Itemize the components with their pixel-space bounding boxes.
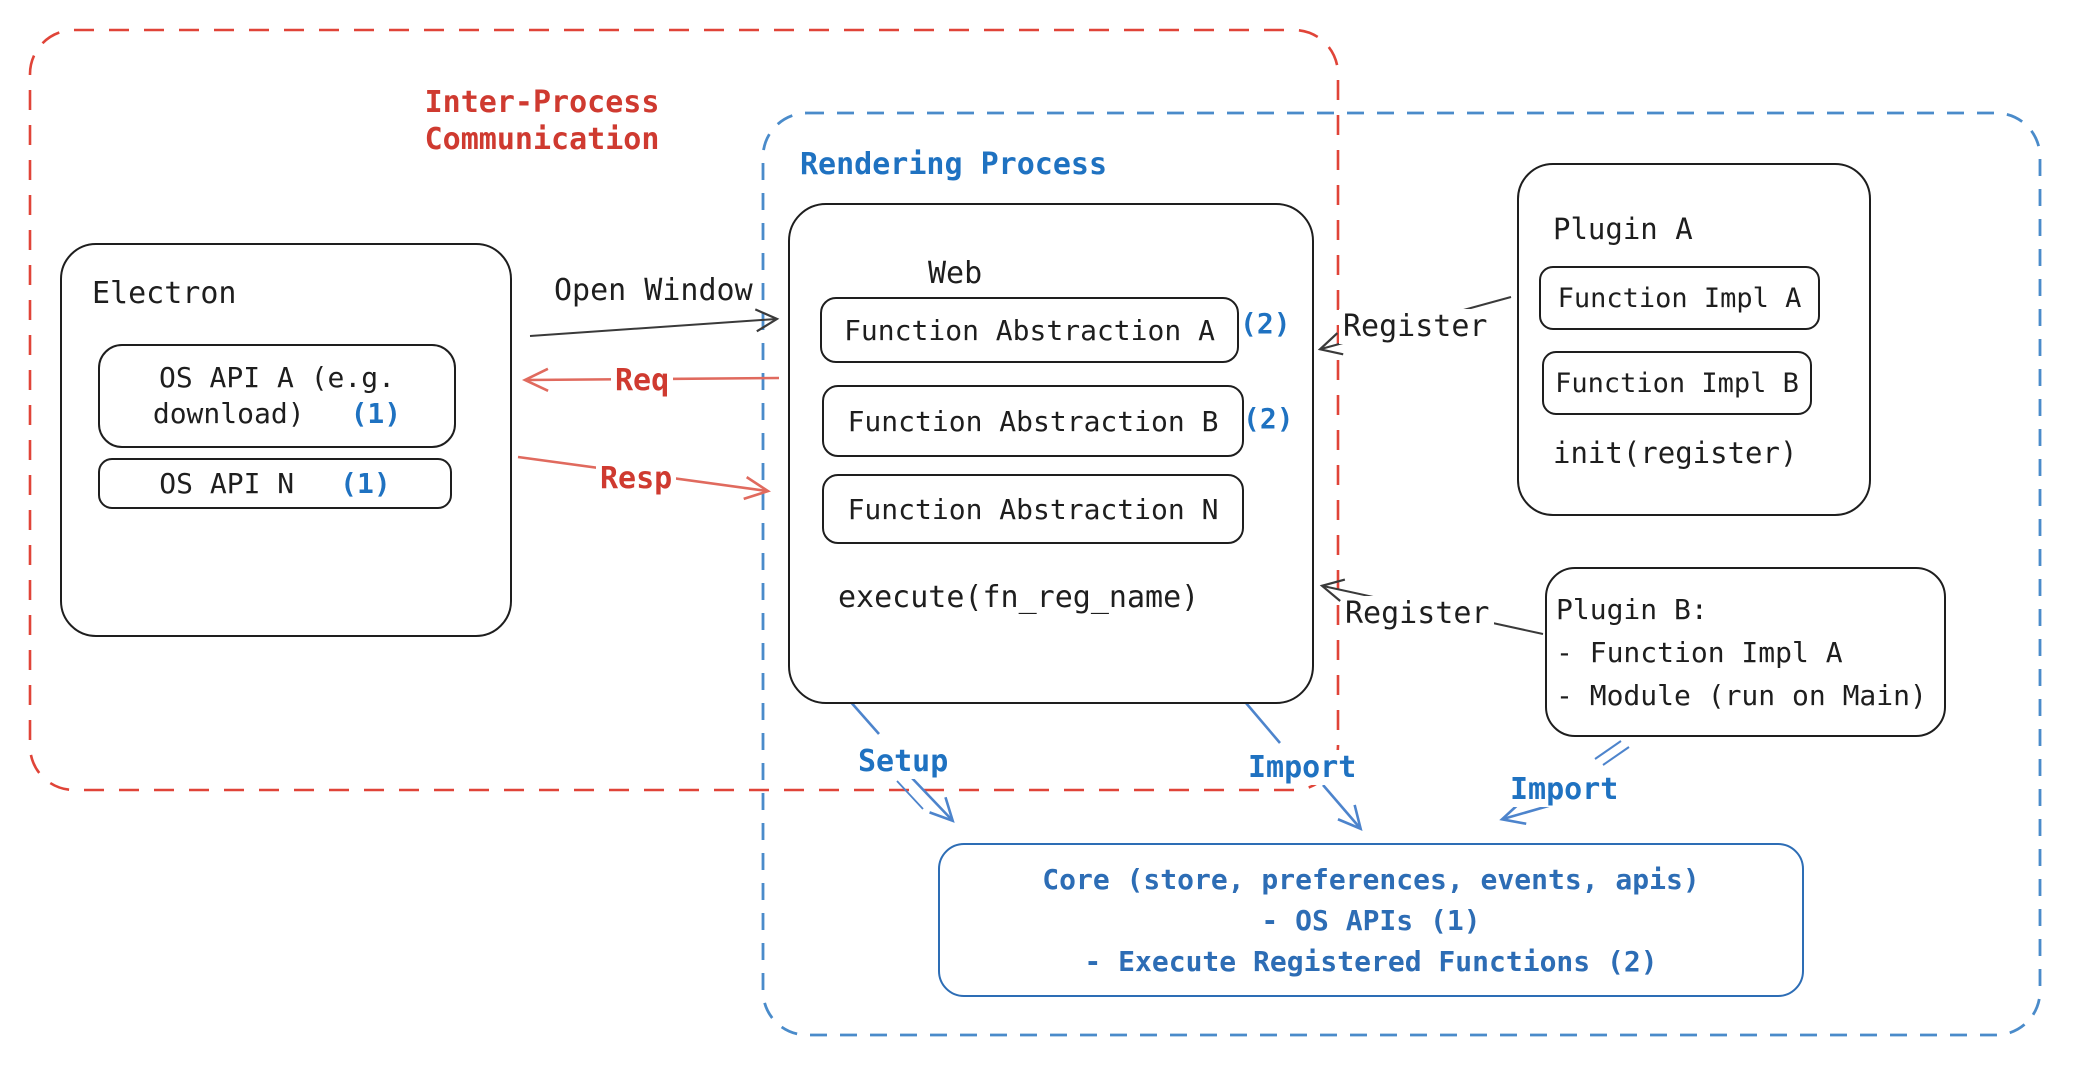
function-abstraction-a-label: Function Abstraction A — [844, 313, 1215, 347]
resp-label: Resp — [596, 461, 677, 496]
function-impl-b-label: Function Impl B — [1555, 367, 1799, 399]
open-window-label: Open Window — [550, 273, 757, 308]
import-plugin-label: Import — [1506, 772, 1623, 807]
setup-arrow — [910, 776, 955, 823]
core-item-execute: - Execute Registered Functions (2) — [1084, 944, 1658, 978]
electron-title: Electron — [92, 276, 237, 311]
function-abstraction-b-badge: (2) — [1243, 402, 1294, 435]
function-impl-a-box: Function Impl A — [1539, 266, 1820, 330]
core-box: Core (store, preferences, events, apis) … — [938, 843, 1804, 997]
req-label: Req — [611, 363, 674, 398]
plugin-a-init-text: init(register) — [1553, 436, 1798, 470]
plugin-b-title: Plugin B: — [1556, 593, 1708, 626]
function-abstraction-b-label: Function Abstraction B — [847, 404, 1219, 438]
os-api-a-badge: (1) — [350, 397, 402, 430]
plugin-b-item-1: - Function Impl A — [1556, 636, 1843, 669]
function-abstraction-b-box: Function Abstraction B — [822, 385, 1244, 457]
import-plugin-stub-1 — [1594, 740, 1622, 760]
function-impl-a-label: Function Impl A — [1557, 282, 1802, 314]
function-impl-b-box: Function Impl B — [1542, 351, 1812, 415]
os-api-n-label: OS API N — [159, 467, 295, 500]
register-a-label: Register — [1339, 309, 1492, 344]
os-api-n-box: OS API N (1) — [98, 458, 452, 509]
import-web-stub — [1245, 702, 1281, 744]
import-web-label: Import — [1244, 750, 1361, 785]
register-b-label: Register — [1341, 596, 1494, 631]
core-title: Core (store, preferences, events, apis) — [1042, 862, 1700, 896]
os-api-a-box: OS API A (e.g. download) (1) — [98, 344, 456, 448]
web-title: Web — [928, 256, 983, 291]
open-window-arrow — [529, 308, 780, 337]
setup-arrow-sketch — [896, 780, 924, 810]
os-api-a-line2: download) — [152, 397, 305, 430]
setup-label: Setup — [854, 744, 953, 779]
ipc-group-label: Inter-Process Communication — [424, 85, 660, 157]
import-web-arrow — [1322, 784, 1363, 831]
rendering-process-label: Rendering Process — [800, 147, 1108, 182]
os-api-n-badge: (1) — [340, 467, 391, 500]
import-plugin-stub-2 — [1602, 746, 1630, 766]
setup-arrow-stub — [848, 699, 880, 735]
function-abstraction-a-badge: (2) — [1240, 307, 1291, 340]
plugin-a-title: Plugin A — [1553, 212, 1693, 246]
os-api-a-line1: OS API A (e.g. — [158, 361, 395, 394]
web-execute-text: execute(fn_reg_name) — [838, 580, 1200, 615]
plugin-b-text: Plugin B: - Function Impl A - Module (ru… — [1556, 588, 1927, 717]
function-abstraction-n-label: Function Abstraction N — [847, 492, 1219, 526]
function-abstraction-n-box: Function Abstraction N — [822, 474, 1244, 544]
core-item-os-apis: - OS APIs (1) — [1261, 903, 1481, 937]
plugin-b-item-2: - Module (run on Main) — [1556, 679, 1927, 712]
function-abstraction-a-box: Function Abstraction A — [820, 297, 1239, 363]
